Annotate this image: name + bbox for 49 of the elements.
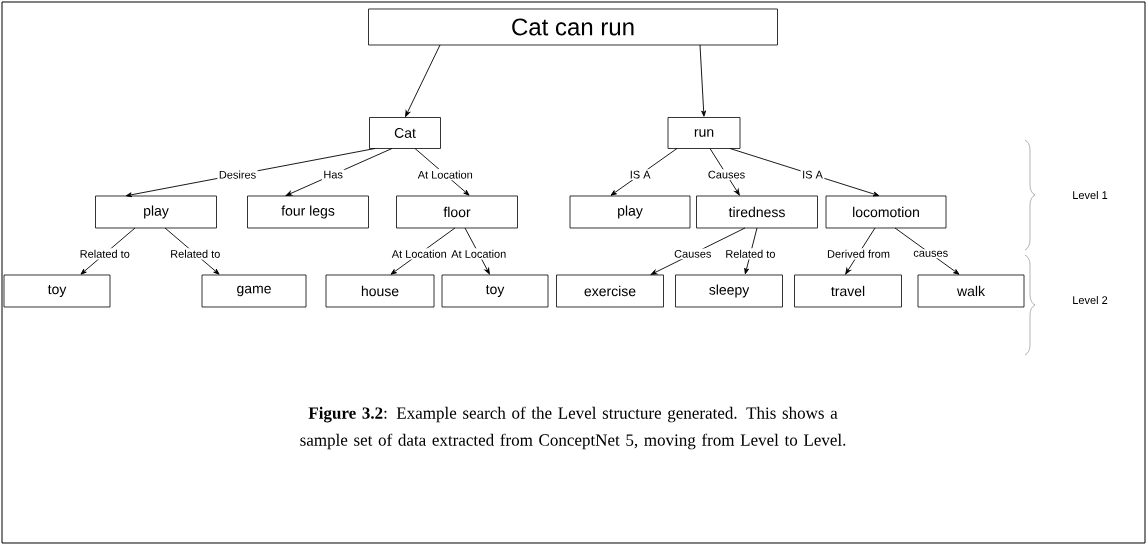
edge-label: Related to	[726, 249, 775, 258]
level-label: Level 1	[1073, 190, 1108, 200]
arrow	[285, 148, 393, 196]
concept-box: run	[667, 117, 741, 149]
concept-box: tiredness	[696, 195, 818, 229]
concept-box: house	[325, 274, 435, 308]
edge-label: Related to	[80, 249, 130, 258]
concept-box: locomotion	[825, 195, 947, 229]
edge-label: causes	[913, 250, 948, 257]
arrow	[164, 227, 220, 275]
arrow	[744, 227, 758, 275]
concept-box: sleepy	[675, 274, 783, 308]
edge-label: Causes	[708, 170, 745, 179]
arrow	[699, 44, 707, 117]
concept-box: exercise	[556, 274, 664, 308]
arrow	[390, 227, 456, 275]
concept-box: toy	[3, 274, 111, 308]
arrow	[729, 148, 880, 197]
edge-label: Causes	[674, 249, 711, 258]
arrow	[650, 227, 746, 275]
concept-box: play	[95, 195, 217, 229]
concept-box: game	[201, 274, 307, 308]
level-label: Level 2	[1073, 295, 1108, 305]
edge-label: Derived from	[827, 249, 890, 258]
arrow	[80, 227, 136, 275]
edge-label: At Location	[451, 249, 506, 258]
concept-box: four legs	[247, 195, 369, 229]
arrow	[464, 227, 490, 275]
arrow	[709, 148, 740, 196]
arrow	[414, 148, 470, 196]
edge-label: Desires	[219, 170, 256, 179]
edge-label: At Location	[417, 170, 473, 179]
edge-label: At Location	[391, 249, 447, 258]
concept-box: floor	[396, 195, 518, 229]
edge-label: Related to	[171, 249, 220, 258]
concept-box: play	[569, 195, 691, 229]
figure-caption: Figure 3.2: Example search of the Level structure generated. This shows a sample set of data extracted from ConceptNet 5, moving from Level to Level.	[300, 406, 846, 450]
edge-label: Has	[324, 170, 343, 179]
edge-label: IS A	[803, 170, 823, 179]
arrow	[610, 148, 678, 196]
concept-box: Cat can run	[368, 8, 778, 46]
arrow	[894, 227, 960, 275]
arrow	[845, 227, 876, 275]
concept-box: walk	[917, 274, 1025, 308]
concept-box: travel	[794, 274, 902, 308]
concept-box: toy	[441, 274, 549, 308]
concept-box: Cat	[369, 117, 441, 149]
arrow	[405, 44, 441, 117]
edge-label: IS A	[630, 170, 651, 179]
